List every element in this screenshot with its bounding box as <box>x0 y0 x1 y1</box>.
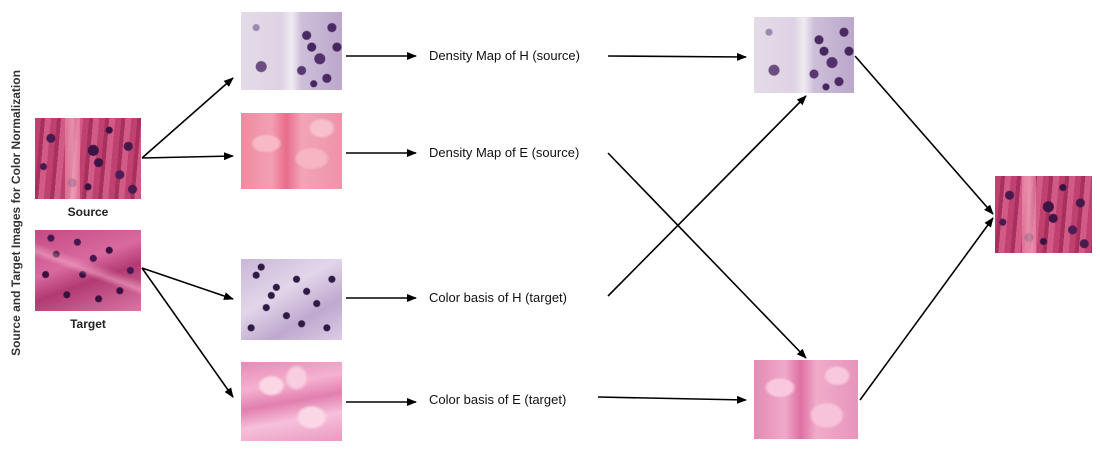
arrow-source-to-h <box>141 77 234 159</box>
target-caption: Target <box>70 317 106 331</box>
arrow-normalized-e-to-output <box>859 217 994 401</box>
arrow-basis-h-to-normalized-h <box>607 95 807 297</box>
hematoxylin-target-image <box>241 259 342 340</box>
color-basis-e-target-label: Color basis of E (target) <box>429 392 567 407</box>
arrow-target-to-h <box>141 267 234 300</box>
source-image <box>35 118 141 199</box>
target-image <box>35 230 141 311</box>
eosin-source-image <box>241 113 342 189</box>
arrow-density-h-to-normalized-h <box>607 52 747 61</box>
color-basis-h-target-label: Color basis of H (target) <box>429 290 567 305</box>
hematoxylin-source-image <box>241 12 342 90</box>
normalized-eosin-image <box>754 360 858 439</box>
eosin-target-image <box>241 362 342 441</box>
arrow-basis-e-to-normalized-e <box>597 395 747 404</box>
density-map-e-source-label: Density Map of E (source) <box>429 145 580 160</box>
arrow-source-to-e <box>141 152 234 161</box>
arrow-target-to-e <box>141 267 234 398</box>
density-map-h-source-label: Density Map of H (source) <box>429 48 580 63</box>
normalized-output-image <box>995 176 1092 253</box>
source-caption: Source <box>67 205 109 219</box>
normalized-hematoxylin-image <box>754 17 854 93</box>
arrow-normalized-h-to-output <box>854 55 994 215</box>
arrow-density-e-to-normalized-e <box>607 152 807 359</box>
